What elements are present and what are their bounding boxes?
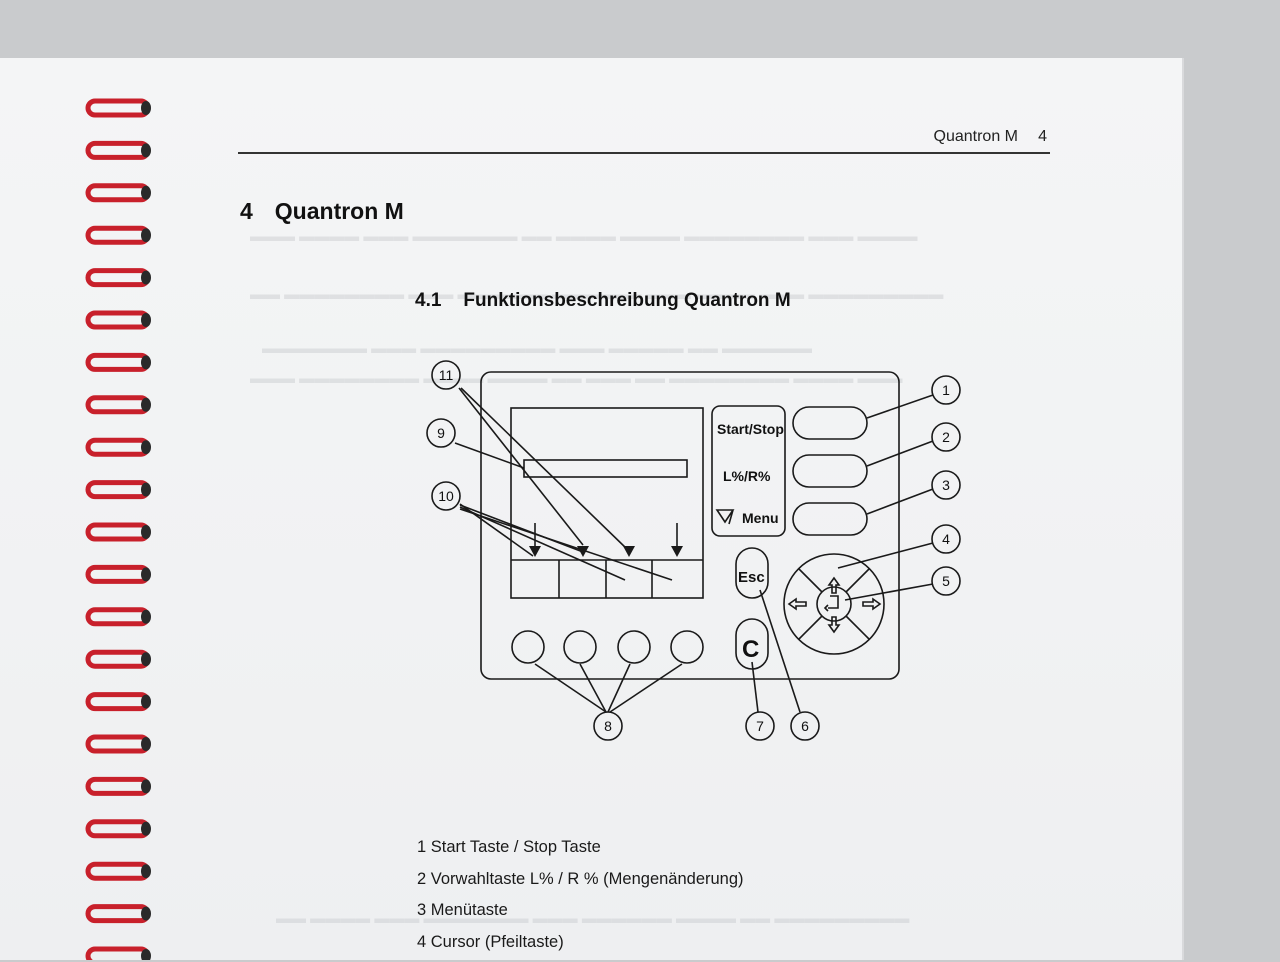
arrow-up-icon [829, 578, 839, 593]
callout-9: 9 [437, 425, 445, 441]
panel-housing [481, 372, 899, 679]
enter-key [817, 587, 851, 621]
softkey-1 [512, 631, 544, 663]
key-1-oval [793, 407, 867, 439]
softkey-4 [671, 631, 703, 663]
callout-3: 3 [942, 477, 950, 493]
legend-list: 1 Start Taste / Stop Taste 2 Vorwahltast… [417, 836, 744, 962]
arrow-left-icon [789, 599, 806, 609]
callout-6: 6 [801, 718, 809, 734]
legend-item: 2 Vorwahltaste L% / R % (Mengenänderung) [417, 868, 744, 900]
callout-10: 10 [438, 488, 454, 504]
display-screen [511, 408, 703, 598]
callout-11: 11 [439, 367, 454, 383]
callout-5: 5 [942, 573, 950, 589]
arrow-right-icon [863, 599, 880, 609]
softkey-2 [564, 631, 596, 663]
legend-item: 3 Menütaste [417, 899, 744, 931]
softkey-3 [618, 631, 650, 663]
legend-item: 1 Start Taste / Stop Taste [417, 836, 744, 868]
start-stop-key-label: Start/Stop [717, 421, 784, 437]
c-key-label: C [742, 636, 759, 663]
esc-key-label: Esc [738, 569, 765, 586]
callout-1: 1 [942, 382, 950, 398]
callout-8: 8 [604, 718, 612, 734]
key-3-oval [793, 503, 867, 535]
enter-icon [825, 596, 838, 611]
l-r-key-label: L%/R% [723, 468, 771, 484]
legend-item: 4 Cursor (Pfeiltaste) [417, 931, 744, 962]
key-2-oval [793, 455, 867, 487]
callout-2: 2 [942, 429, 950, 445]
callout-7: 7 [756, 718, 764, 734]
menu-key-icon [717, 510, 733, 524]
callout-4: 4 [942, 531, 950, 547]
menu-key-label: Menu [742, 510, 779, 526]
arrow-down-icon [829, 617, 839, 632]
display-text-line [524, 460, 687, 477]
